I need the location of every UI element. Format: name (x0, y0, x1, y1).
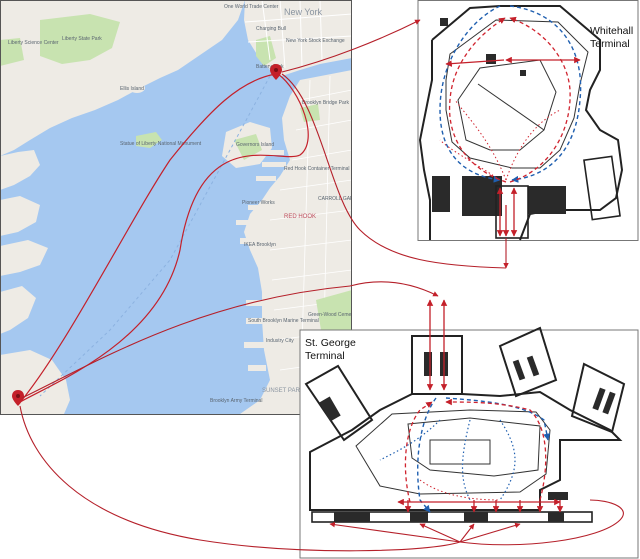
park-west (0, 38, 24, 66)
st-george-title-line1: St. George (305, 337, 356, 349)
st-george-core (407, 417, 541, 477)
st-george-solid-blocks (334, 492, 568, 522)
whitehall-exit-path-2 (509, 16, 571, 183)
red-hook-piers (236, 150, 286, 371)
manhattan-streets (244, 0, 352, 69)
whitehall-terminal-panel: Whitehall Terminal (417, 0, 639, 241)
st-george-exit-path-1 (445, 398, 547, 501)
st-george-terminal-panel: St. George Terminal (299, 299, 639, 559)
connector-whitehall-top (281, 19, 421, 73)
label-pioneer-works: Pioneer Works (242, 200, 275, 206)
connector-st-george-top (349, 281, 439, 297)
jersey-city-strip (0, 150, 40, 190)
label-liberty-state-park: Liberty State Park (62, 36, 102, 42)
st-george-inner-wall (355, 409, 551, 495)
st-george-arrows (397, 299, 564, 513)
label-green-wood: Green-Wood Cemetery (308, 312, 360, 318)
label-south-brooklyn-terminal: South Brooklyn Marine Terminal (248, 318, 319, 324)
connector-arrow-1 (419, 523, 461, 543)
whitehall-entry-path-2 (509, 5, 582, 183)
ellis-island (129, 83, 145, 93)
label-new-york: New York (284, 7, 323, 17)
label-brooklyn-bridge-park: Brooklyn Bridge Park (302, 100, 349, 106)
ferry-route-line-2 (21, 73, 277, 401)
st-george-platform (311, 511, 593, 523)
whitehall-dotted-flow-2 (505, 109, 561, 181)
connector-whitehall-bottom (281, 73, 507, 269)
label-liberty-science-center: Liberty Science Center (8, 40, 59, 46)
connector-st-george-bottom (19, 405, 461, 552)
whitehall-slip (495, 185, 529, 239)
map-border (0, 0, 352, 415)
liberty-island (136, 132, 162, 148)
whitehall-arrows (445, 56, 581, 237)
label-ellis-island: Ellis Island (120, 86, 144, 92)
connector-st-george-loop (459, 499, 624, 546)
st-george-exit-path-2 (404, 401, 433, 503)
whitehall-dotted-flow-3 (439, 139, 501, 181)
label-red-hook: RED HOOK (284, 214, 316, 220)
label-industry-city: Industry City (266, 338, 294, 344)
whitehall-title-line2: Terminal (590, 38, 630, 50)
label-red-hook-terminal: Red Hook Container Terminal (284, 166, 350, 172)
label-battery-park: Battery Park (256, 64, 284, 70)
whitehall-exit-path-1 (448, 17, 507, 183)
ferry-route-line (19, 73, 309, 403)
label-ikea: IKEA Brooklyn (244, 242, 276, 248)
label-one-world-trade: One World Trade Center (224, 4, 279, 10)
connector-map-to-st-george (21, 285, 351, 399)
whitehall-marker-icon (270, 64, 282, 80)
connector-arrow-3 (459, 522, 521, 543)
label-ny-stock-exchange: New York Stock Exchange (286, 38, 345, 44)
whitehall-slip-right (583, 155, 621, 221)
st-george-frame (299, 329, 639, 559)
whitehall-dotted-flow-1 (454, 99, 507, 181)
whitehall-title-line1: Whitehall (590, 25, 633, 37)
label-sunset-park: SUNSET PARK (262, 388, 304, 394)
governors-park (234, 134, 262, 160)
st-george-dotted-flow-2 (499, 419, 516, 501)
whitehall-diagonal (477, 83, 545, 131)
connector-arrow-2 (459, 523, 475, 543)
label-governors-island: Governors Island (236, 142, 274, 148)
connector-arrow-4 (329, 521, 461, 543)
liberty-state-park (40, 14, 120, 64)
whitehall-entry-path-1 (439, 5, 501, 183)
st-george-dotted-flow-1 (461, 419, 471, 501)
st-george-entry-path-2 (445, 397, 551, 441)
label-charging-bull: Charging Bull (256, 26, 286, 32)
label-brooklyn-army-terminal: Brooklyn Army Terminal (210, 398, 262, 404)
whitehall-inner-wall (445, 19, 589, 169)
green-wood-cemetery (316, 290, 352, 336)
label-carroll-gardens: CARROLL GARDENS (318, 196, 368, 202)
st-george-hall (429, 439, 491, 465)
battery-park (256, 36, 276, 66)
st-george-title-line2: Terminal (305, 350, 345, 362)
bayonne-land (0, 196, 48, 334)
ferry-lane-line (39, 75, 271, 397)
connector-curves (19, 19, 624, 552)
label-statue-of-liberty: Statue of Liberty National Monument (120, 141, 202, 147)
